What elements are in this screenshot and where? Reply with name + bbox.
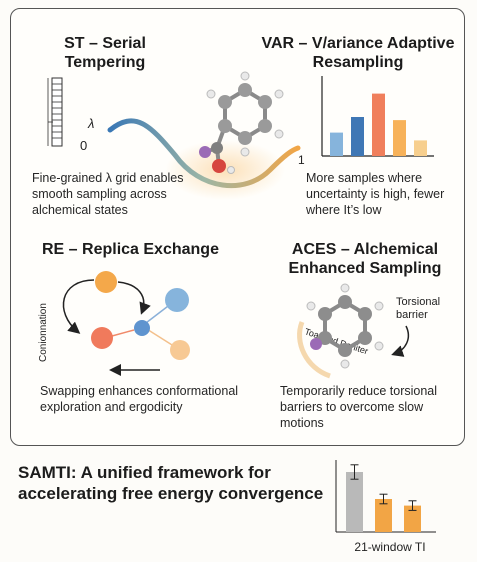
aces-barrier-label: Torsional barrier [396, 296, 441, 321]
aces-title-line1: ACES – Alchemical [291, 241, 439, 258]
var-bar-1 [330, 132, 343, 156]
ti-bar-3 [404, 505, 421, 532]
re-edge-left [111, 329, 135, 337]
tick-zero: 0 [80, 138, 87, 153]
lambda-symbol: λ [87, 116, 94, 131]
var-bar-chart [321, 76, 434, 157]
aces-description: Temporarily reduce torsional barriers to… [280, 384, 438, 430]
var-title-line2: Resampling [312, 54, 404, 71]
var-bar-4 [393, 120, 406, 156]
re-side-label: Conionnation [38, 303, 49, 362]
st-description: Fine-grained λ grid enables smooth sampl… [32, 171, 184, 217]
footer-headline: SAMTI: A unified framework for accelerat… [18, 463, 324, 503]
tick-one: 1 [298, 153, 305, 167]
aces-title: ACES – Alchemical Enhanced Sampling [270, 240, 460, 278]
ti-error-bar-1 [350, 464, 359, 480]
aces-title-line2: Enhanced Sampling [288, 260, 442, 277]
free-energy-curve [107, 118, 301, 189]
re-loop-arrow [62, 279, 95, 334]
var-bars [330, 93, 427, 156]
molecule-illustration [199, 71, 284, 174]
methods-panel [10, 8, 465, 446]
var-bar-2 [351, 117, 364, 156]
var-title-line1: VAR – V/ariance Adaptive [261, 35, 455, 52]
replica-node-orange [95, 271, 117, 293]
st-title: ST – Serial Tempering [30, 34, 180, 72]
re-replica-network: Conionnation [38, 271, 190, 376]
aces-molecule-diagram: Toaanud Daniter [297, 283, 410, 379]
aces-molecule-atoms [306, 283, 384, 369]
re-swap-arrow [117, 281, 151, 315]
st-title-line2: Tempering [64, 54, 146, 71]
re-description: Swapping enhances conformational explora… [40, 384, 239, 414]
ti-bar-2 [375, 499, 392, 532]
aces-torsion-arrow [391, 325, 410, 357]
ti-bars [346, 464, 421, 532]
ti-error-bar-2 [379, 493, 388, 505]
var-description: More samples where uncertainty is high, … [306, 171, 445, 217]
var-title: VAR – V/ariance Adaptive Resampling [258, 34, 458, 72]
var-bar-3 [372, 93, 385, 156]
ti-caption: 21-window TI [354, 540, 426, 554]
ti-comparison-chart [335, 460, 436, 533]
replica-node-blue [165, 288, 189, 312]
lambda-grid-ruler [47, 77, 63, 147]
replica-node-peach [170, 340, 190, 360]
molecule-bonds [204, 88, 267, 167]
molecule-atoms [199, 71, 284, 174]
ti-bar-1 [346, 472, 363, 532]
curve-glow [165, 140, 285, 200]
re-title: RE – Replica Exchange [42, 241, 219, 258]
aces-dial-arc [297, 321, 331, 379]
replica-node-center [134, 320, 150, 336]
st-title-line1: ST – Serial [64, 35, 146, 52]
st-lambda-landscape: λ 0 1 [47, 77, 305, 200]
ti-error-bar-3 [408, 500, 417, 511]
var-bar-5 [414, 140, 427, 156]
replica-node-red [91, 327, 113, 349]
